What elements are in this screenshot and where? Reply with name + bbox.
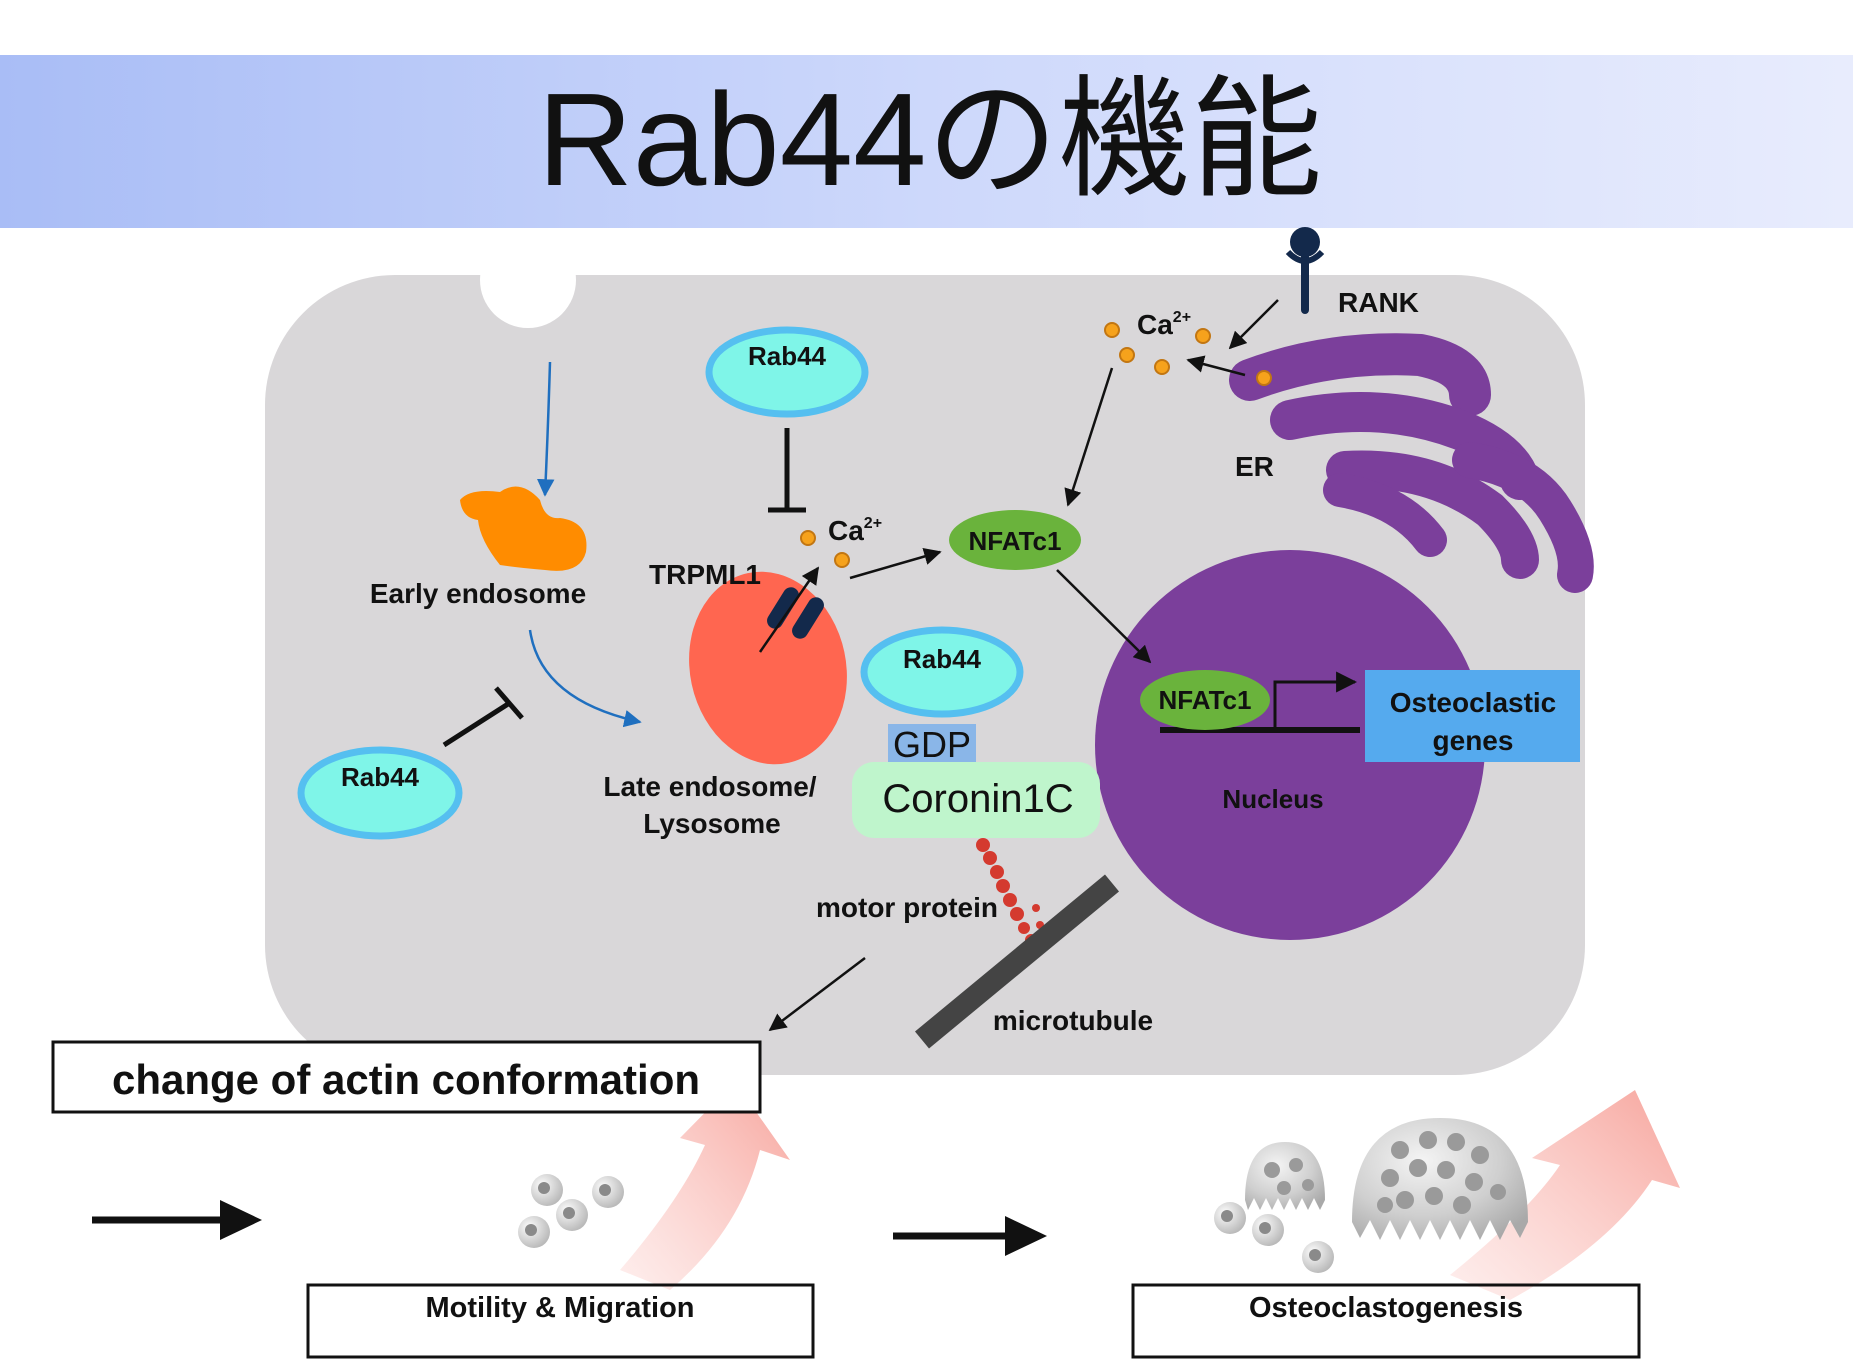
transcription-arrow — [1273, 671, 1358, 730]
early-endosome — [460, 486, 587, 571]
rab44-left-label: Rab44 — [341, 762, 420, 792]
coronin1c-box — [852, 762, 1100, 838]
gdp-box — [888, 724, 976, 764]
rab44-top-label: Rab44 — [748, 341, 827, 371]
arrow-er-release-ca — [1186, 355, 1246, 377]
early-endosome-label: Early endosome — [370, 578, 586, 609]
motor-protein-label: motor protein — [816, 892, 998, 923]
rab44-mid-label: Rab44 — [903, 644, 982, 674]
bottom-arrow-left — [92, 1200, 262, 1240]
actin-conformation-label: change of actin conformation — [112, 1056, 700, 1103]
rank-receptor-icon — [1285, 227, 1325, 314]
er-membranes — [1229, 333, 1594, 593]
motility-migration-box — [306, 1283, 815, 1359]
microtubule — [914, 874, 1120, 1049]
rab44-top — [705, 326, 869, 418]
arrow-to-actin — [768, 957, 866, 1032]
rab44-left — [297, 746, 463, 840]
osteoclastogenesis-label: Osteoclastogenesis — [1249, 1292, 1523, 1324]
microtubule-label: microtubule — [993, 1005, 1153, 1036]
calcium-ions-top — [1104, 322, 1272, 386]
er-label: ER — [1235, 451, 1274, 482]
motility-pink-arrow — [620, 1082, 790, 1290]
arrow-ca-efflux — [758, 566, 820, 653]
calcium-top-label: Ca2+ — [1137, 309, 1191, 340]
late-endosome-label-line1: Late endosome/ — [603, 771, 816, 802]
nfatc1-cytoplasmic-label: NFATc1 — [969, 526, 1062, 556]
nucleus — [1095, 550, 1485, 940]
coronin1c-label: Coronin1C — [882, 777, 1073, 821]
nucleus-label: Nucleus — [1222, 784, 1323, 814]
arrow-early-to-late — [528, 629, 642, 728]
nfatc1-nuclear-label: NFATc1 — [1159, 685, 1252, 715]
osteoclastic-genes-box — [1365, 670, 1580, 762]
genes-label-line2: genes — [1433, 725, 1514, 756]
gdp-label: GDP — [893, 724, 971, 765]
bottom-arrow-middle — [893, 1216, 1047, 1256]
title-banner — [0, 55, 1853, 228]
calcium-mid-label: Ca2+ — [828, 515, 882, 546]
nfatc1-cytoplasmic — [949, 510, 1081, 570]
osteoclast-precursor-cells-left — [518, 1174, 624, 1248]
motility-migration-label: Motility & Migration — [425, 1292, 694, 1324]
late-endosome-label-line2: Lysosome — [643, 808, 780, 839]
inhibition-bar-left — [494, 686, 524, 720]
actin-conformation-box — [51, 1040, 762, 1114]
genes-label-line1: Osteoclastic — [1390, 687, 1557, 718]
slide-title: Rab44の機能 — [538, 66, 1323, 213]
trpml1-channel-icon — [767, 587, 824, 639]
osteoclastogenesis-box — [1131, 1283, 1641, 1359]
osteoclast-cells-right — [1214, 1118, 1528, 1273]
arrow-ca-to-nfatc1-mid — [849, 547, 942, 580]
arrow-endocytosis — [536, 361, 555, 497]
trpml1-label: TRPML1 — [649, 559, 761, 590]
rab44-mid — [860, 626, 1024, 718]
nfatc1-nuclear — [1140, 670, 1270, 730]
cell-invagination — [480, 232, 576, 328]
osteo-pink-arrow — [1450, 1090, 1680, 1300]
arrow-rank-to-er — [1228, 299, 1279, 350]
inhibition-rab44-maturation — [442, 701, 510, 748]
arrow-ca-to-nfatc1 — [1064, 367, 1114, 507]
arrow-nfatc1-to-nucleus — [1056, 569, 1152, 664]
rank-label: RANK — [1338, 287, 1419, 318]
